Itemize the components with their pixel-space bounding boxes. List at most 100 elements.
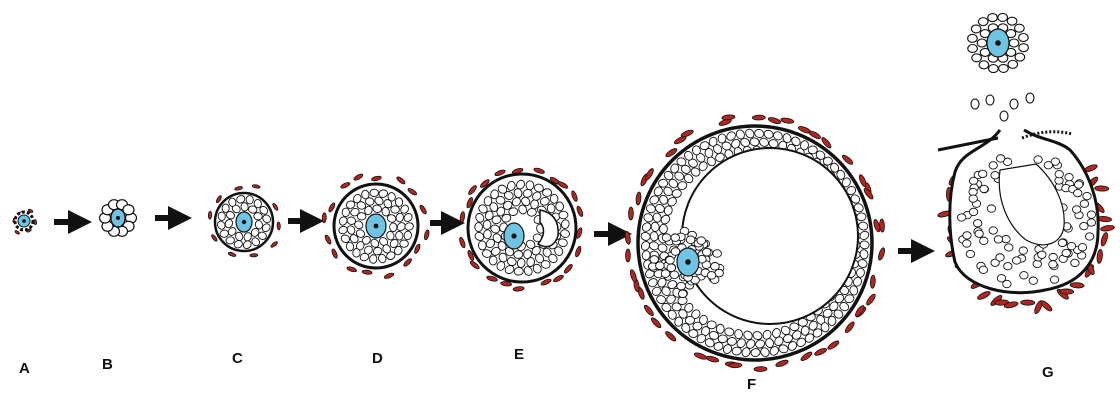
cumulus-cell <box>686 236 695 244</box>
corona-cell <box>968 44 978 52</box>
stage-c-secondary-follicle <box>208 184 280 257</box>
granulosa-cell <box>966 250 974 257</box>
theca-cell <box>800 351 813 362</box>
theca-cell <box>553 274 565 283</box>
granulosa-cell <box>389 223 397 232</box>
granulosa-cell <box>1080 222 1088 229</box>
granulosa-cell <box>980 185 988 192</box>
granulosa-cell <box>1033 260 1041 267</box>
granulosa-cell <box>1078 244 1086 251</box>
granulosa-cell <box>370 189 379 197</box>
granulosa-cell <box>352 248 360 257</box>
cumulus-cell <box>678 290 687 298</box>
theca-cell <box>1100 232 1109 247</box>
cumulus-cell <box>711 262 720 270</box>
theca-cell <box>768 116 782 125</box>
theca-cell <box>277 222 281 230</box>
corona-cell <box>1009 39 1019 47</box>
granulosa-cell <box>734 329 743 339</box>
label-stage-f: F <box>747 376 756 393</box>
theca-cell <box>419 204 428 215</box>
granulosa-cell <box>1062 249 1070 256</box>
theca-cell <box>324 234 332 245</box>
stage-e-nucleus <box>511 233 516 238</box>
granulosa-cell <box>1067 242 1075 249</box>
granulosa-cell <box>400 240 409 248</box>
theca-cell <box>1100 225 1115 232</box>
theca-cell <box>563 263 573 274</box>
stage-f-antrum <box>682 148 858 324</box>
granulosa-cell <box>732 347 742 356</box>
cumulus-cell <box>702 248 711 256</box>
cumulus-cell <box>656 262 665 270</box>
theca-cell <box>664 330 677 342</box>
cumulus-cell <box>662 234 671 242</box>
theca-cell <box>827 339 840 350</box>
corona-cell <box>999 64 1009 72</box>
granulosa-cell <box>828 316 836 325</box>
cumulus-cell <box>713 250 722 258</box>
granulosa-cell <box>980 237 988 244</box>
released-cell <box>1026 93 1034 103</box>
granulosa-cell <box>672 189 682 198</box>
theca-cell <box>322 213 326 223</box>
theca-cell <box>272 203 279 211</box>
label-stage-e: E <box>514 346 524 363</box>
theca-cell <box>1070 282 1084 288</box>
granulosa-cell <box>526 181 534 190</box>
granulosa-cell <box>1004 263 1012 270</box>
granulosa-cell <box>973 220 981 227</box>
corona-cell <box>968 34 978 42</box>
theca-cell <box>234 186 243 191</box>
theca-cell <box>346 266 357 273</box>
granulosa-cell <box>718 134 726 144</box>
theca-cell <box>635 192 641 205</box>
theca-cell <box>208 211 212 219</box>
granulosa-cell <box>475 222 483 231</box>
granulosa-cell <box>1019 247 1027 254</box>
granulosa-cell <box>994 236 1002 243</box>
stage-g-nucleus <box>995 40 1001 46</box>
theca-cell <box>574 246 582 258</box>
theca-cell <box>576 205 584 217</box>
corona-cell <box>971 25 981 33</box>
granulosa-cell <box>1034 156 1042 163</box>
theca-cell <box>706 355 720 363</box>
granulosa-cell <box>1087 219 1095 226</box>
granulosa-cell <box>996 254 1004 261</box>
theca-cell <box>1060 289 1074 295</box>
theca-cell <box>270 241 278 249</box>
granulosa-cell <box>1058 239 1066 246</box>
granulosa-cell <box>1012 257 1020 264</box>
theca-cell <box>533 167 545 174</box>
granulosa-cell <box>790 323 800 331</box>
theca-cell <box>643 304 655 317</box>
theca-cell <box>775 359 789 368</box>
granulosa-cell <box>688 329 698 338</box>
stage-a-primordial-follicle <box>13 209 37 235</box>
granulosa-cell <box>716 324 724 333</box>
granulosa-cell <box>1087 211 1095 218</box>
granulosa-cell <box>1071 259 1079 266</box>
theca-cell <box>407 187 418 196</box>
theca-cell <box>331 248 339 259</box>
corona-cell <box>972 54 982 62</box>
theca-cell <box>571 190 579 202</box>
corona-cell <box>1015 24 1025 32</box>
granulosa-cell <box>856 213 866 222</box>
granulosa-cell <box>989 227 997 234</box>
theca-cell <box>458 237 466 249</box>
corona-cell <box>1019 44 1029 52</box>
granulosa-cell <box>1075 181 1083 188</box>
theca-cell <box>626 249 631 262</box>
corona-cell <box>979 61 989 69</box>
stage-b-nucleus <box>116 216 120 220</box>
cumulus-cell <box>671 234 680 242</box>
granulosa-cell <box>342 208 349 217</box>
theca-cell <box>844 321 856 334</box>
theca-cell <box>870 275 876 288</box>
granulosa-cell <box>123 205 134 215</box>
theca-cell <box>362 270 372 275</box>
theca-cell <box>1021 300 1035 305</box>
